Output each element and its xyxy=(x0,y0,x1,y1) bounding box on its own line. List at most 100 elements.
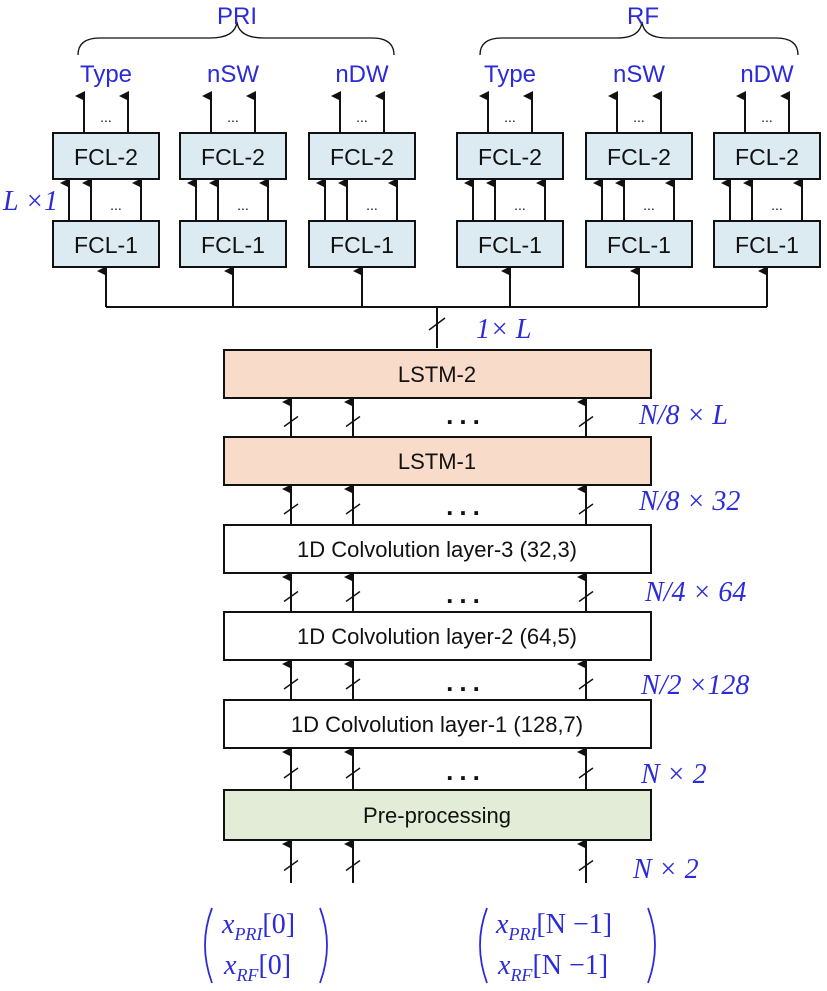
stack-arrow-slash xyxy=(578,767,594,779)
inner-arrow-dots: ... xyxy=(237,197,249,213)
fcl2-box xyxy=(585,132,693,180)
stack-arrow-slash xyxy=(283,859,299,872)
rf-brace xyxy=(479,21,799,56)
svg-text:xPRI[0]: xPRI[0] xyxy=(221,909,295,944)
bus-slash-mark xyxy=(428,317,446,331)
lstm1-label: LSTM-1 xyxy=(398,449,476,474)
stack-arrow-slash xyxy=(283,767,299,779)
inner-arrow-dots: ... xyxy=(110,197,122,213)
fcl-column-rf-ndw: FCL-2FCL-1...... xyxy=(713,91,821,307)
stack-dots-lstm1: ... xyxy=(446,491,486,521)
output-label-pri-type: Type xyxy=(80,61,132,88)
output-label-pri-ndw: nDW xyxy=(335,61,389,88)
fcl2-box xyxy=(52,132,160,180)
dim-label-input: N × 2 xyxy=(632,854,699,885)
preprocessing-label: Pre-processing xyxy=(363,803,511,828)
lstm2-label: LSTM-2 xyxy=(398,362,476,387)
fcl2-label: FCL-2 xyxy=(607,144,671,170)
stack-dots-lstm2: ... xyxy=(446,400,486,430)
svg-text:xRF[N −1]: xRF[N −1] xyxy=(497,950,608,985)
svg-text:xRF[0]: xRF[0] xyxy=(223,950,291,985)
fcl2-label: FCL-2 xyxy=(478,144,542,170)
fcl2-box xyxy=(179,132,287,180)
conv3-block: 1D Colvolution layer-3 (32,3) xyxy=(223,524,652,574)
stack-arrow-slash xyxy=(578,859,594,872)
lstm2-block: LSTM-2 xyxy=(223,349,652,399)
stack-dots-conv3: ... xyxy=(446,579,486,609)
stack-arrow-slash xyxy=(283,503,299,515)
dim-label-conv3-out: N/8 × 32 xyxy=(638,486,740,517)
conv2-block: 1D Colvolution layer-2 (64,5) xyxy=(223,611,652,661)
output-arrow-dots: ... xyxy=(356,109,368,125)
dim-label-lstm1-out: N/8 × L xyxy=(638,400,728,431)
fcl1-label: FCL-1 xyxy=(330,232,394,258)
inner-arrow-dots: ... xyxy=(771,197,783,213)
stack-arrow-slash xyxy=(345,859,361,872)
fcl1-label: FCL-1 xyxy=(607,232,671,258)
output-arrow-dots: ... xyxy=(633,109,645,125)
output-arrow-dots: ... xyxy=(100,109,112,125)
fcl-column-pri-ndw: FCL-2FCL-1...... xyxy=(308,91,416,307)
fcl1-label: FCL-1 xyxy=(201,232,265,258)
fcl-input-dim-label: L ×1 xyxy=(2,186,58,217)
fcl2-box xyxy=(456,132,564,180)
inner-arrow-dots: ... xyxy=(643,197,655,213)
stack-arrow-slash xyxy=(345,415,361,428)
fcl1-label: FCL-1 xyxy=(74,232,138,258)
stack-arrow-slash xyxy=(283,415,299,428)
stack-arrow-slash xyxy=(578,590,594,603)
conv2-label: 1D Colvolution layer-2 (64,5) xyxy=(297,624,577,649)
fcl1-box xyxy=(179,220,287,268)
fcl1-box xyxy=(308,220,416,268)
lstm-output-dim-label: 1× L xyxy=(476,314,531,345)
fcl1-box xyxy=(713,220,821,268)
lstm1-block: LSTM-1 xyxy=(223,436,652,486)
fcl-column-pri-type: FCL-2FCL-1...... xyxy=(52,91,160,307)
output-arrow-dots: ... xyxy=(504,109,516,125)
fcl2-label: FCL-2 xyxy=(74,144,138,170)
stack-dots-conv2: ... xyxy=(446,667,486,697)
fcl1-box xyxy=(52,220,160,268)
output-label-rf-ndw: nDW xyxy=(740,61,794,88)
preprocessing-block: Pre-processing xyxy=(223,789,652,841)
conv1-label: 1D Colvolution layer-1 (128,7) xyxy=(291,712,583,737)
pri-group-title: PRI xyxy=(217,3,257,30)
fcl1-box xyxy=(456,220,564,268)
rf-group-title: RF xyxy=(627,3,659,30)
fcl-head-columns: FCL-2FCL-1......FCL-2FCL-1......FCL-2FCL… xyxy=(52,91,821,307)
fcl2-label: FCL-2 xyxy=(330,144,394,170)
stack-arrow-slash xyxy=(345,590,361,603)
input-vector-last: xPRI[N −1] xRF[N −1] xyxy=(479,907,656,985)
stack-arrow-slash xyxy=(345,767,361,779)
conv3-label: 1D Colvolution layer-3 (32,3) xyxy=(297,537,577,562)
fcl-column-rf-nsw: FCL-2FCL-1...... xyxy=(585,91,693,307)
stack-arrow-slash xyxy=(345,678,361,690)
inner-arrow-dots: ... xyxy=(514,197,526,213)
svg-text:xPRI[N −1]: xPRI[N −1] xyxy=(495,909,612,944)
stack-arrow-slash xyxy=(578,678,594,690)
fcl2-label: FCL-2 xyxy=(201,144,265,170)
output-label-rf-nsw: nSW xyxy=(613,61,665,88)
stack-arrow-slash xyxy=(578,503,594,515)
fcl1-label: FCL-1 xyxy=(735,232,799,258)
stack-arrow-slash xyxy=(283,590,299,603)
stack-arrow-slash xyxy=(345,503,361,515)
output-arrow-dots: ... xyxy=(761,109,773,125)
fcl-column-pri-nsw: FCL-2FCL-1...... xyxy=(179,91,287,307)
fcl1-label: FCL-1 xyxy=(478,232,542,258)
fcl1-box xyxy=(585,220,693,268)
stack-arrow-slash xyxy=(578,415,594,428)
stack-arrows xyxy=(282,397,594,883)
inner-arrow-dots: ... xyxy=(366,197,378,213)
fcl2-box xyxy=(308,132,416,180)
dim-label-conv1-out: N/2 ×128 xyxy=(640,670,749,701)
dim-label-conv2-out: N/4 × 64 xyxy=(644,577,746,608)
output-arrow-dots: ... xyxy=(227,109,239,125)
output-label-rf-type: Type xyxy=(484,61,536,88)
conv1-block: 1D Colvolution layer-1 (128,7) xyxy=(223,699,652,749)
dim-label-pre-out: N × 2 xyxy=(640,759,707,790)
output-label-pri-nsw: nSW xyxy=(207,61,259,88)
pri-brace xyxy=(77,21,395,56)
